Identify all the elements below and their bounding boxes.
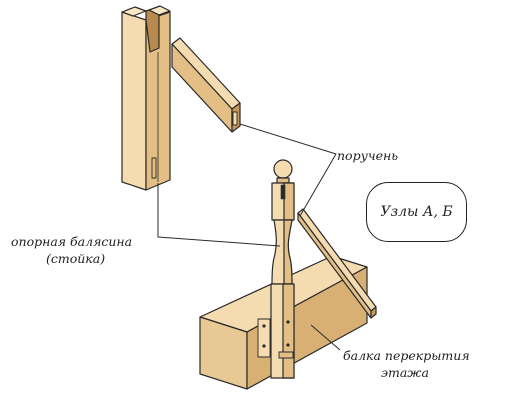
- handrail-detail: [171, 37, 241, 133]
- label-baluster-sub: (стойка): [46, 251, 106, 266]
- post-detail: [121, 5, 171, 191]
- newel-post-ball: [273, 159, 293, 179]
- leader-baluster: [157, 183, 281, 247]
- leader-beam: [310, 324, 341, 351]
- post-detail-joint-mark: [151, 157, 157, 179]
- label-beam: балка перекрытия: [343, 348, 470, 363]
- newel-post: [270, 159, 295, 379]
- handrail-detail-tenon: [232, 111, 238, 126]
- nodes-badge: Узлы А, Б: [366, 182, 467, 242]
- handrail-end-face: [370, 306, 377, 319]
- leader-handrail: [239, 123, 337, 217]
- label-handrail: поручень: [337, 148, 399, 163]
- leader-lines: [157, 123, 341, 351]
- post-detail-front-face: [121, 11, 147, 191]
- label-beam-sub: этажа: [381, 365, 429, 380]
- bolt-fixings: [257, 318, 294, 359]
- handrail: [297, 208, 377, 319]
- post-detail-notch: [145, 9, 160, 53]
- newel-post-mortise: [280, 184, 286, 200]
- label-baluster: опорная балясина: [11, 234, 133, 249]
